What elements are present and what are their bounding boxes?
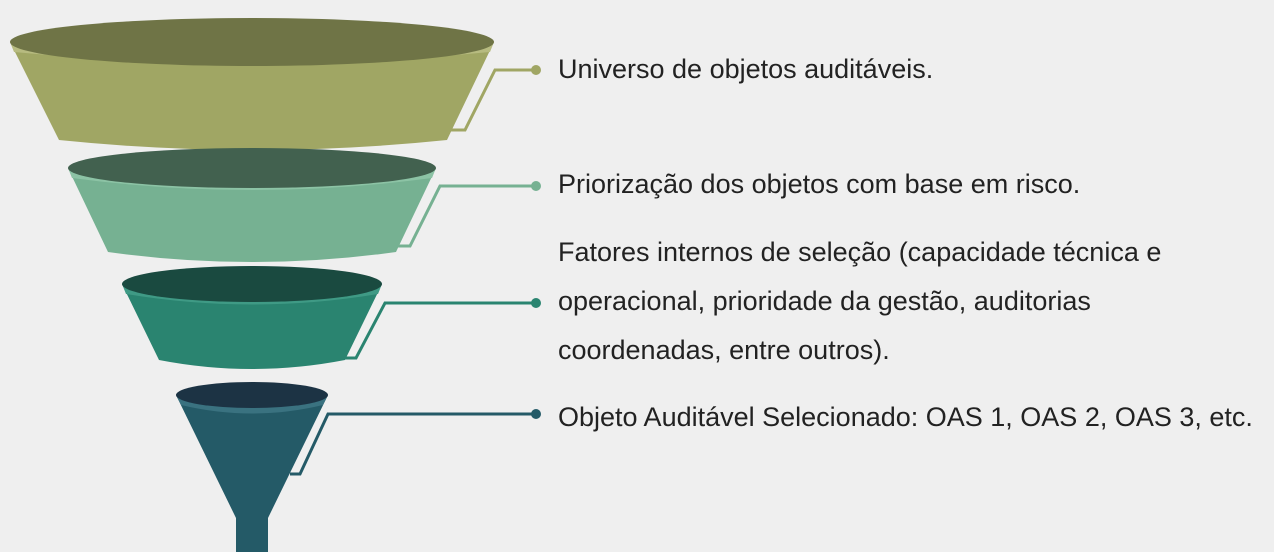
funnel-stage-3 xyxy=(122,266,382,369)
funnel-stage-1-body xyxy=(10,42,494,150)
funnel-stage-2-rim xyxy=(68,148,436,188)
stage-2-label: Priorização dos objetos com base em risc… xyxy=(558,169,1081,199)
connector-4 xyxy=(290,409,541,476)
connector-3 xyxy=(345,298,541,360)
connector-3-dot xyxy=(531,298,541,308)
funnel-stage-4-rim xyxy=(176,382,328,408)
connector-3-line xyxy=(345,301,532,360)
funnel-stage-1 xyxy=(10,18,494,150)
stage-1-label: Universo de objetos auditáveis. xyxy=(558,54,934,84)
funnel-stage-4-body xyxy=(176,395,328,552)
funnel-stage-3-rim xyxy=(122,266,382,302)
connector-2-dot xyxy=(531,181,541,191)
connector-2-line xyxy=(398,184,532,248)
connector-1-dot xyxy=(531,65,541,75)
connector-2 xyxy=(398,181,541,248)
funnel-stage-2-body xyxy=(68,168,436,262)
funnel-stage-4-band xyxy=(176,395,328,414)
funnel-stage-3-body xyxy=(122,284,382,369)
stage-4-label: Objeto Auditável Selecionado: OAS 1, OAS… xyxy=(558,402,1253,432)
connector-4-line xyxy=(290,412,532,476)
funnel-stage-2 xyxy=(68,148,436,262)
connector-1-line xyxy=(450,68,532,132)
connector-4-dot xyxy=(531,409,541,419)
connector-1 xyxy=(450,65,541,132)
funnel-stage-1-rim xyxy=(10,18,494,66)
funnel-stage-4 xyxy=(176,382,328,552)
stage-3-label: Fatores internos de seleção (capacidade … xyxy=(558,237,1162,365)
